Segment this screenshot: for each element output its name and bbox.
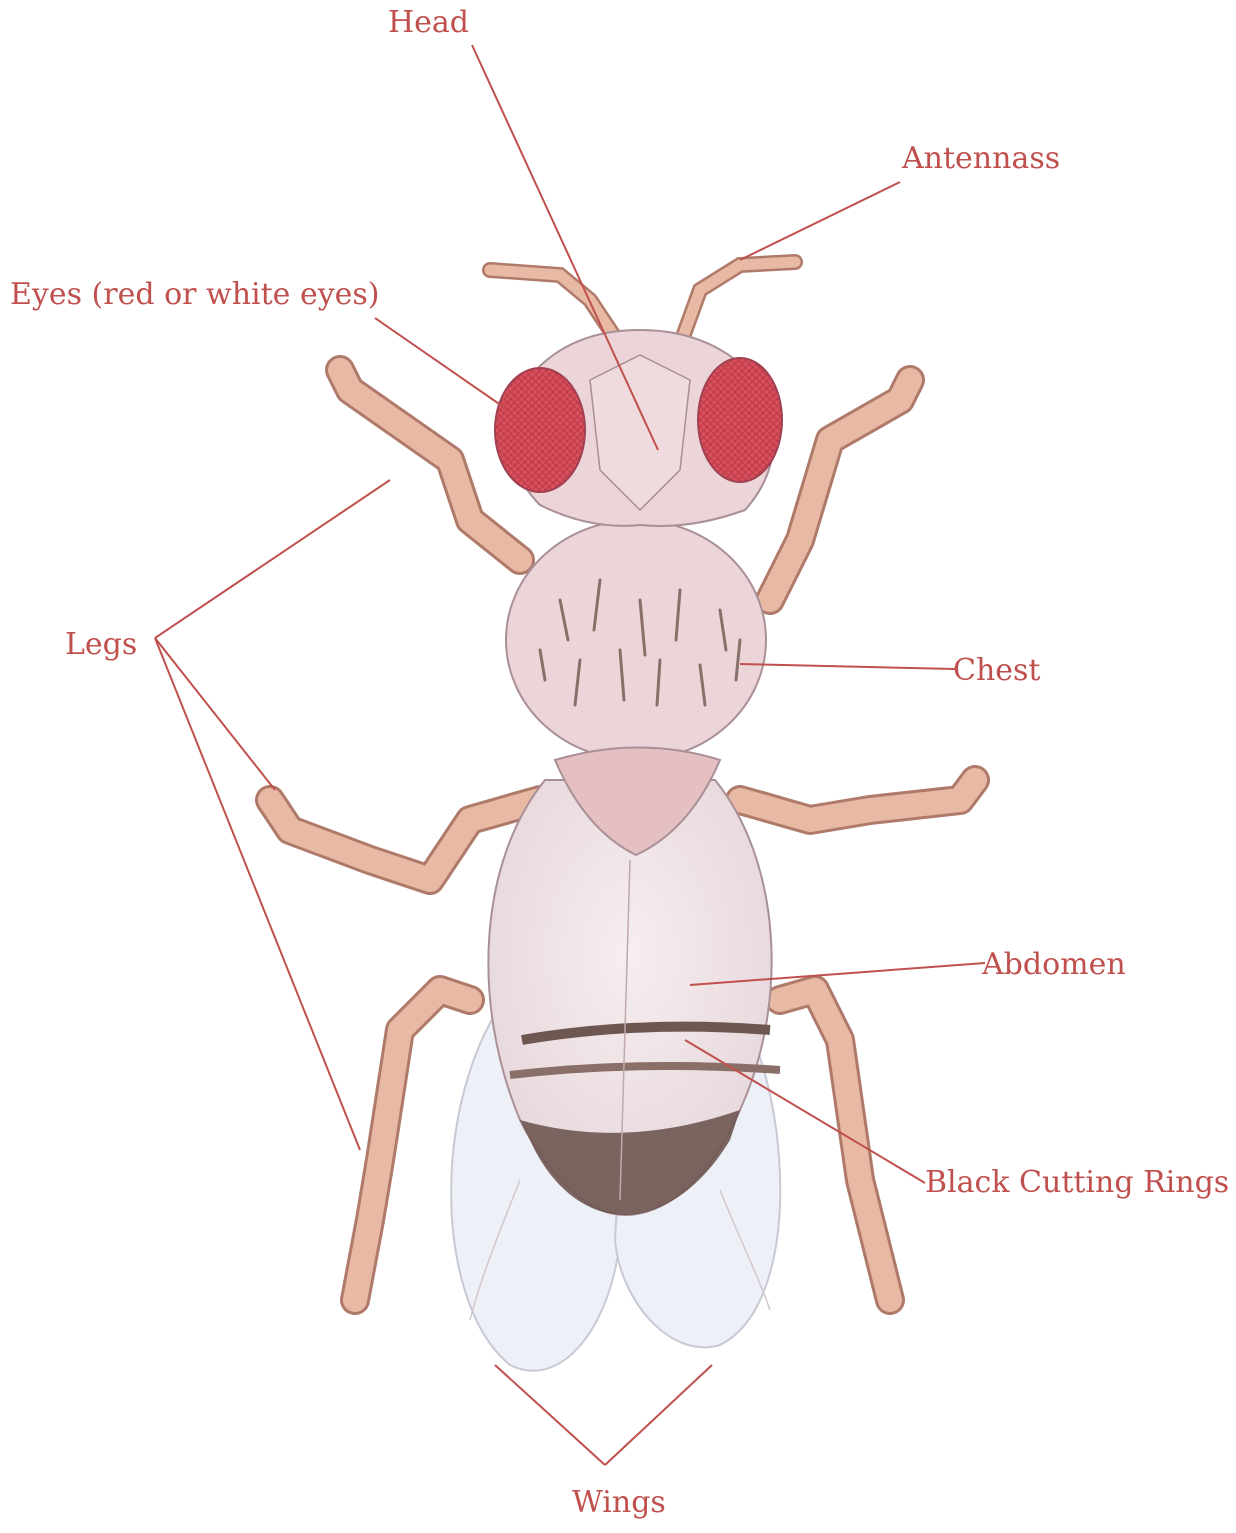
label-abdomen: Abdomen (982, 950, 1126, 980)
label-antennae: Antennass (902, 144, 1060, 174)
leader-legs-middle (155, 638, 275, 790)
leader-wings-right (605, 1365, 712, 1465)
label-wings: Wings (572, 1488, 666, 1518)
label-eyes: Eyes (red or white eyes) (10, 280, 380, 310)
leader-antennae (740, 182, 900, 260)
head-drawing (495, 330, 782, 526)
leader-chest (740, 664, 955, 669)
leader-wings-left (495, 1365, 605, 1465)
label-rings: Black Cutting Rings (925, 1168, 1229, 1198)
leader-legs-lower (155, 638, 360, 1150)
label-chest: Chest (953, 656, 1040, 686)
leader-eyes (375, 318, 505, 408)
label-head: Head (388, 8, 469, 38)
label-legs: Legs (65, 630, 137, 660)
leader-legs-upper (155, 480, 390, 638)
